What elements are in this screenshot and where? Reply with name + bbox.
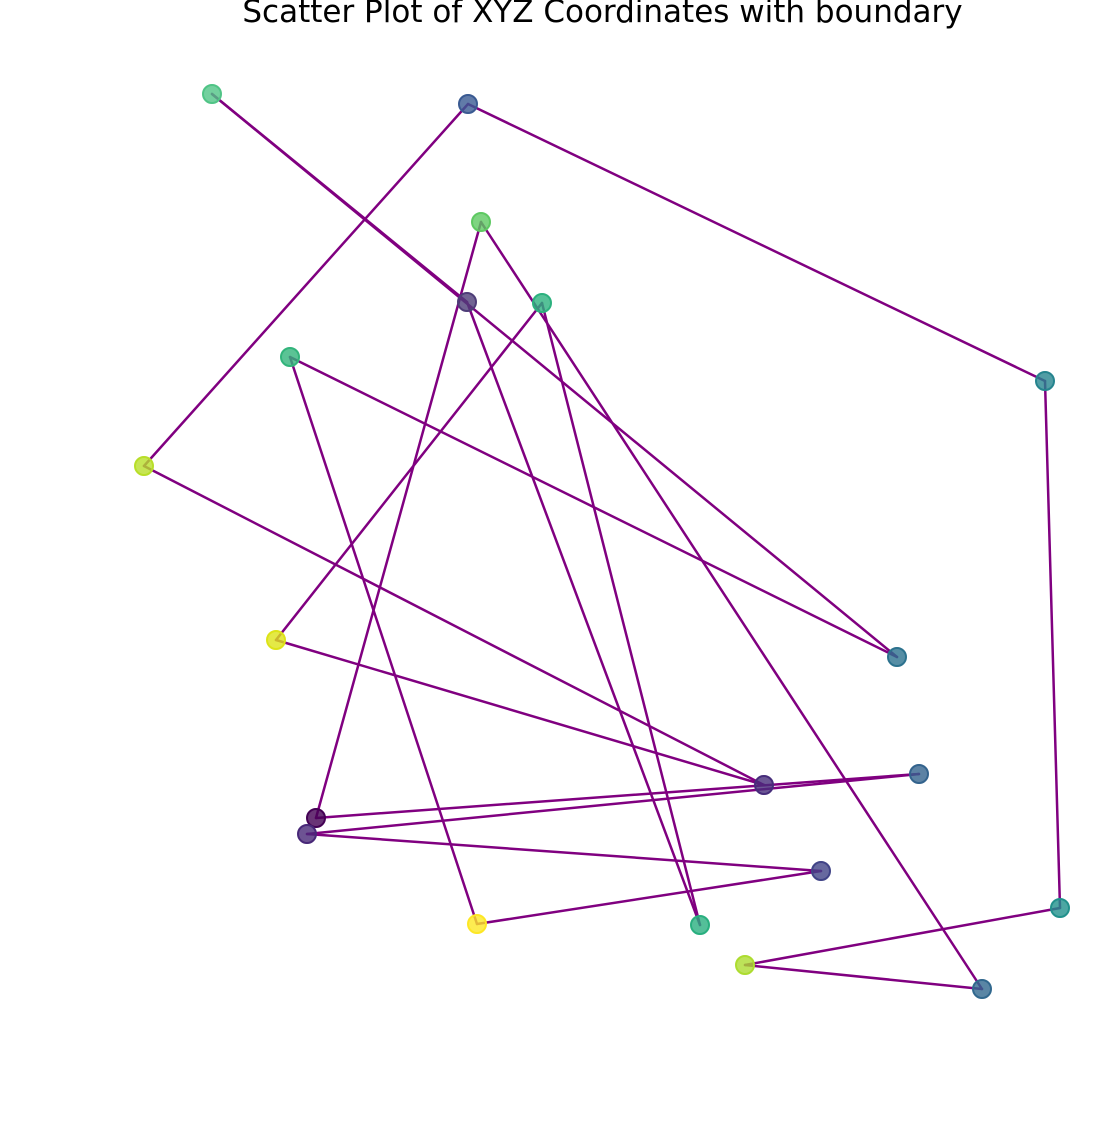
boundary-segment	[274, 638, 766, 787]
data-point	[471, 212, 491, 232]
boundary-segment	[314, 220, 483, 820]
boundary-segment	[305, 832, 823, 873]
data-point	[1050, 898, 1070, 918]
data-point	[306, 808, 326, 828]
data-point	[887, 647, 907, 667]
boundary-segment	[142, 102, 470, 468]
data-point	[754, 775, 774, 795]
chart-title: Scatter Plot of XYZ Coordinates with bou…	[242, 0, 963, 30]
data-point	[458, 94, 478, 114]
boundary-segment	[465, 300, 702, 927]
boundary-segment	[314, 772, 921, 820]
data-point	[1035, 371, 1055, 391]
data-point	[909, 764, 929, 784]
data-point	[457, 292, 477, 312]
data-point	[467, 914, 487, 934]
boundary-segment	[743, 906, 1062, 967]
boundary-lines	[142, 92, 1062, 991]
boundary-segment	[288, 355, 899, 659]
boundary-segment	[540, 301, 702, 927]
boundary-segment	[743, 963, 984, 991]
boundary-segment	[305, 772, 921, 836]
data-point	[735, 955, 755, 975]
data-point	[532, 293, 552, 313]
boundary-segment	[274, 301, 544, 642]
data-point	[266, 630, 286, 650]
data-point	[297, 824, 317, 844]
data-point	[811, 861, 831, 881]
boundary-segment	[479, 220, 984, 991]
boundary-segment	[475, 869, 823, 926]
data-point	[690, 915, 710, 935]
boundary-segment	[1043, 379, 1062, 910]
boundary-segment	[142, 464, 766, 787]
boundary-segment	[466, 102, 1047, 383]
scatter-points	[134, 84, 1070, 999]
data-point	[134, 456, 154, 476]
boundary-segment	[210, 92, 899, 659]
data-point	[280, 347, 300, 367]
data-point	[972, 979, 992, 999]
data-point	[202, 84, 222, 104]
boundary-segment	[288, 355, 479, 926]
